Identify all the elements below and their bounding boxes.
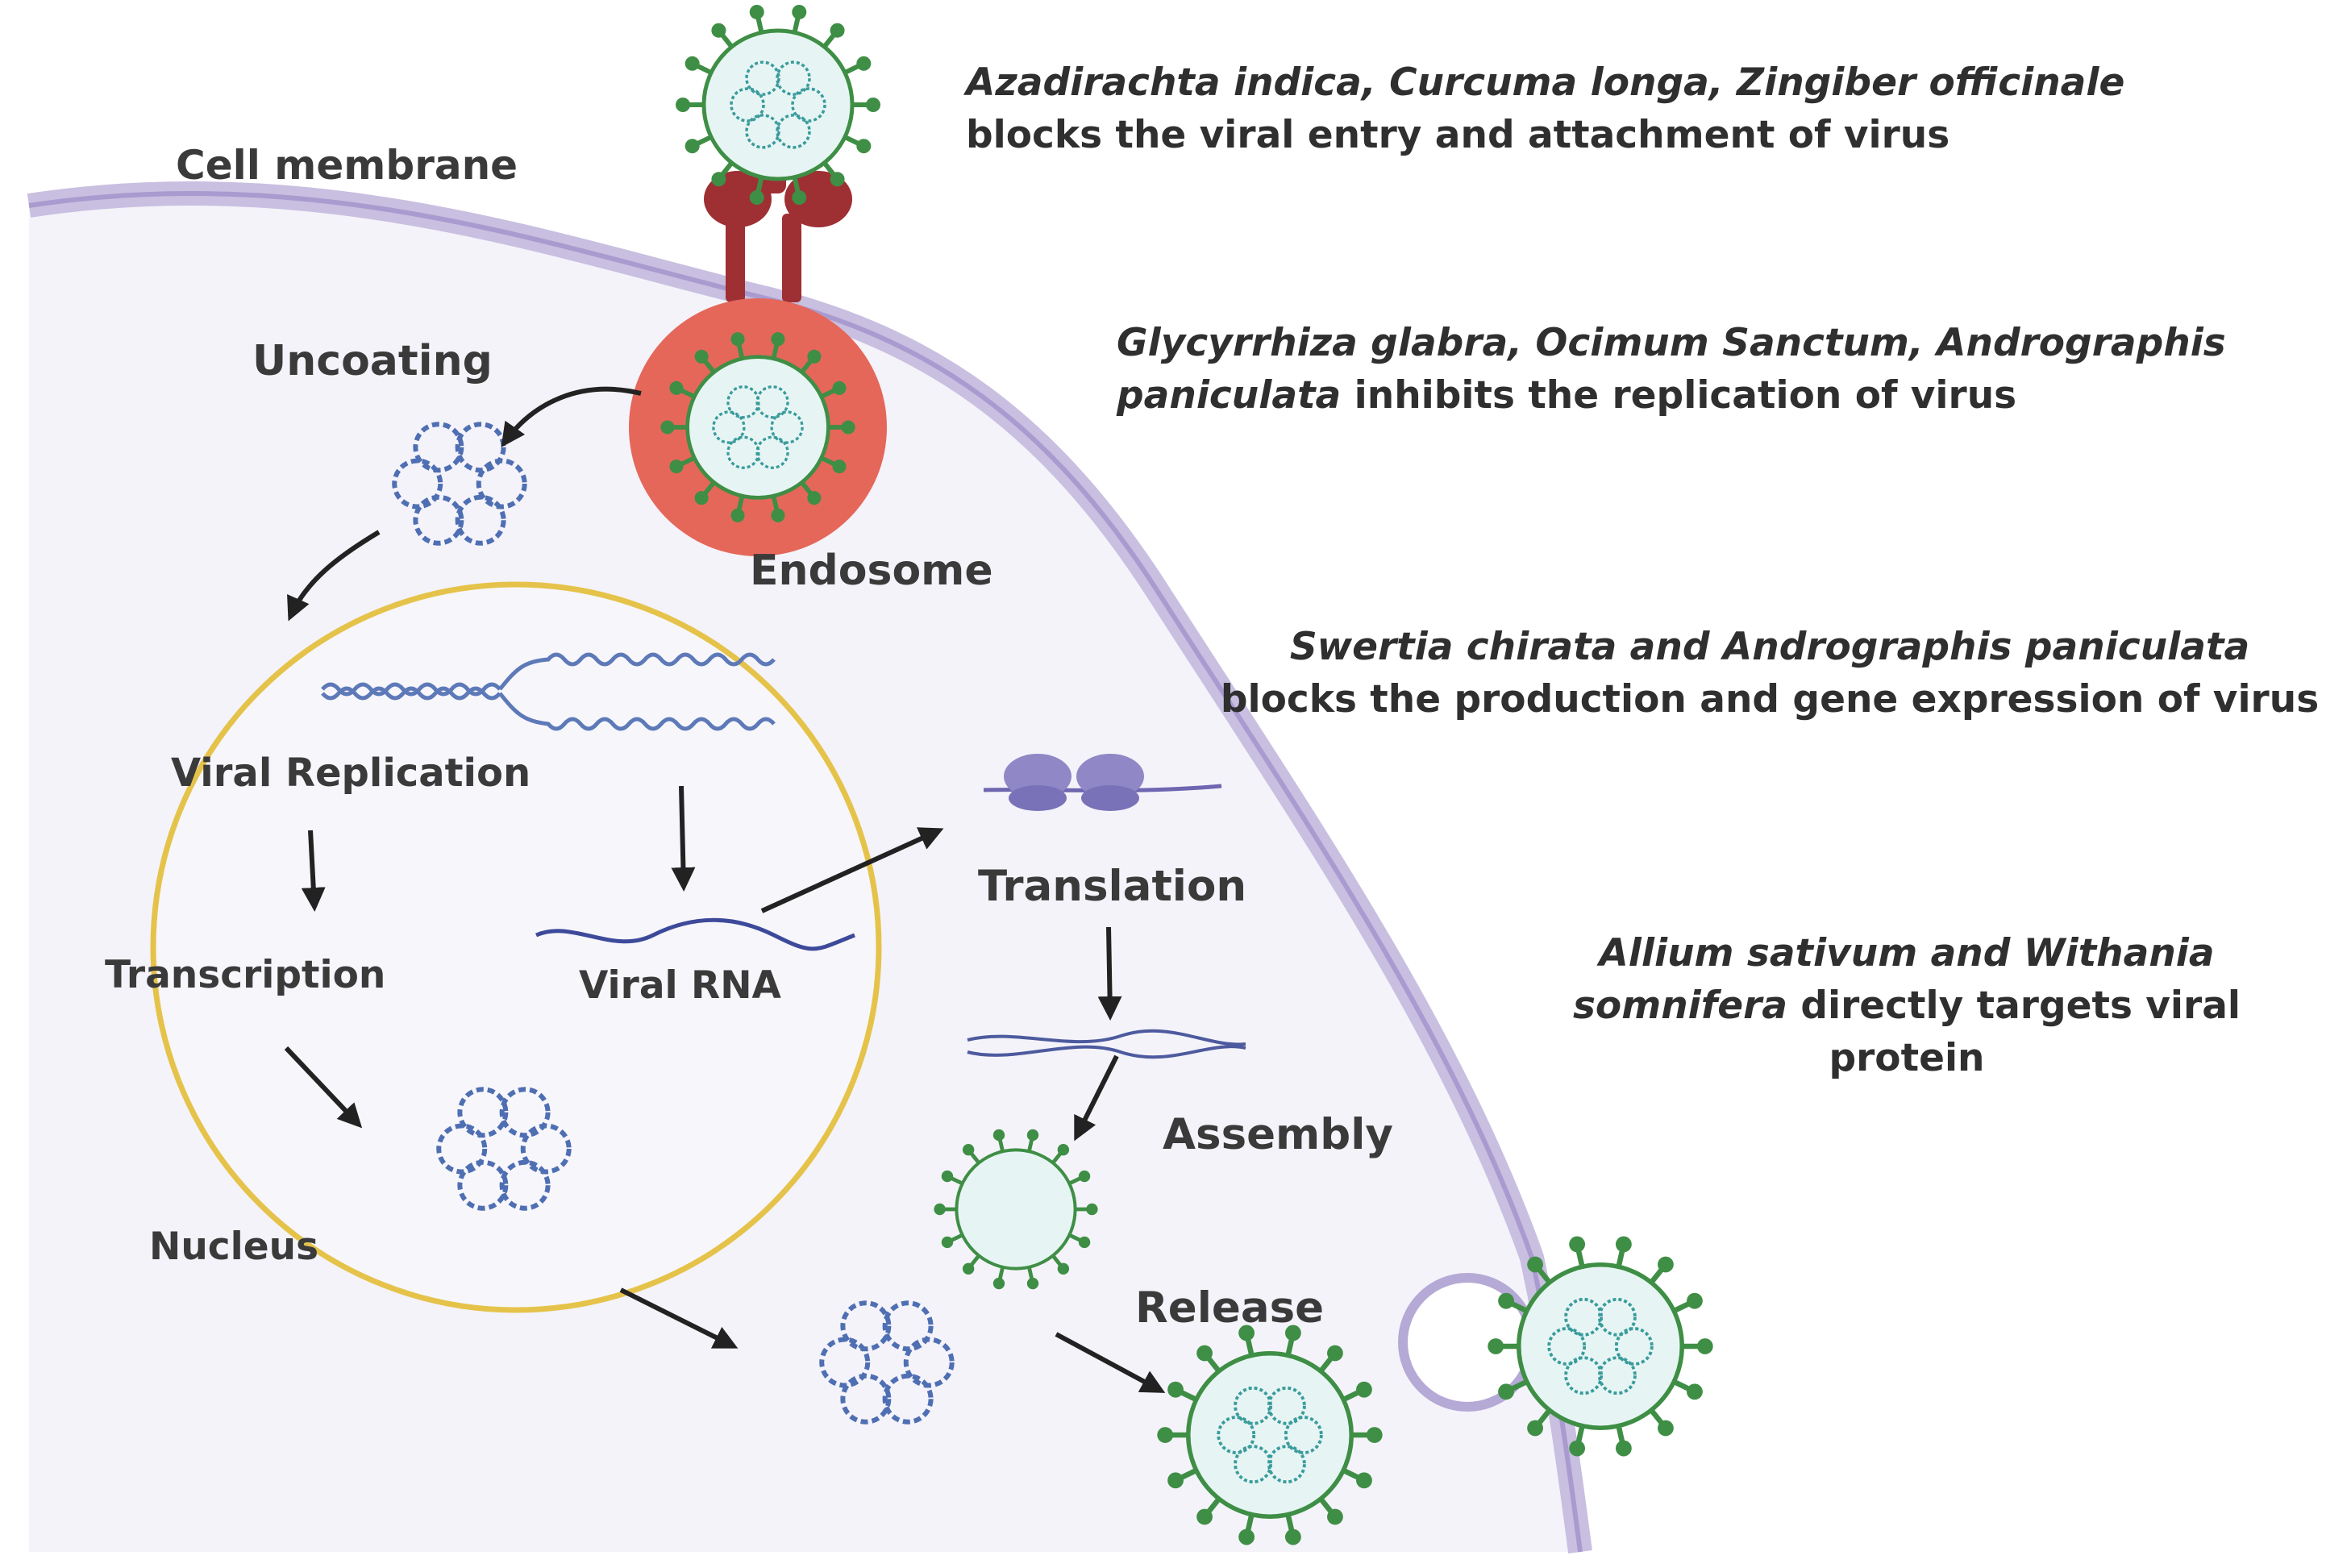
label-transcription: Transcription <box>105 953 385 997</box>
virus-released <box>1488 1236 1713 1457</box>
arrow-transcription-rna <box>284 1046 363 1129</box>
label-translation: Translation <box>978 862 1246 911</box>
annotation-protein-species: Allium sativum and Withania somnifera <box>1572 931 2215 1028</box>
label-viral-replication: Viral Replication <box>171 751 531 796</box>
annotation-expression: Swertia chirata and Andrographis panicul… <box>1217 621 2322 726</box>
annotation-entry-species: Azadirachta indica, Curcuma longa, Zingi… <box>966 60 2125 105</box>
label-release: Release <box>1135 1283 1324 1333</box>
arrow-replication-rna <box>671 785 696 892</box>
virus-attaching <box>676 4 880 206</box>
annotation-entry-effect: blocks the viral entry and attachment of… <box>966 113 1950 157</box>
virus-release <box>1157 1325 1383 1545</box>
annotation-protein-effect: directly targets viral protein <box>1800 984 2241 1080</box>
annotation-replication-species: Glycyrrhiza glabra, Ocimum Sanctum, Andr… <box>1117 321 2226 418</box>
arrow-nucleus-exit <box>619 1287 739 1349</box>
arrow-rna-translation <box>760 827 944 913</box>
label-assembly: Assembly <box>1163 1110 1393 1159</box>
replication-strands <box>321 652 776 731</box>
arrow-uncoating <box>501 386 642 447</box>
viral-rna-strand <box>535 917 855 951</box>
label-viral-rna: Viral RNA <box>579 963 782 1008</box>
label-endosome: Endosome <box>750 547 993 595</box>
virus-in-endosome <box>660 332 855 522</box>
arrows <box>284 386 1166 1393</box>
label-cell-membrane: Cell membrane <box>176 142 518 189</box>
ribosomes <box>983 754 1222 811</box>
arrow-translation-protein <box>1097 926 1122 1021</box>
arrow-replication-transcription <box>301 830 326 912</box>
arrow-release <box>1055 1332 1166 1393</box>
cell-membrane-inner <box>28 191 1583 1553</box>
arrow-protein-assembly <box>1074 1054 1119 1142</box>
annotation-replication: Glycyrrhiza glabra, Ocimum Sanctum, Andr… <box>1117 317 2342 422</box>
annotation-protein: Allium sativum and Withania somnifera di… <box>1496 927 2318 1084</box>
rna-cluster-cytoplasm <box>819 1300 955 1425</box>
nucleus <box>150 581 882 1313</box>
annotation-expression-effect: blocks the production and gene expressio… <box>1220 677 2320 722</box>
host-receptor <box>704 161 852 302</box>
annotation-replication-effect: inhibits the replication of virus <box>1354 373 2017 418</box>
rna-cluster-uncoated <box>392 422 527 546</box>
arrow-to-nucleus <box>287 530 381 622</box>
annotation-entry: Azadirachta indica, Curcuma longa, Zingi… <box>966 56 2256 161</box>
rna-cluster-nucleus <box>436 1087 572 1211</box>
virus-assembled-capsid <box>934 1129 1098 1290</box>
protein-strands <box>967 1029 1246 1059</box>
label-uncoating: Uncoating <box>252 337 493 385</box>
annotation-expression-species: Swertia chirata and Andrographis panicul… <box>1289 625 2250 669</box>
label-nucleus: Nucleus <box>149 1225 318 1269</box>
